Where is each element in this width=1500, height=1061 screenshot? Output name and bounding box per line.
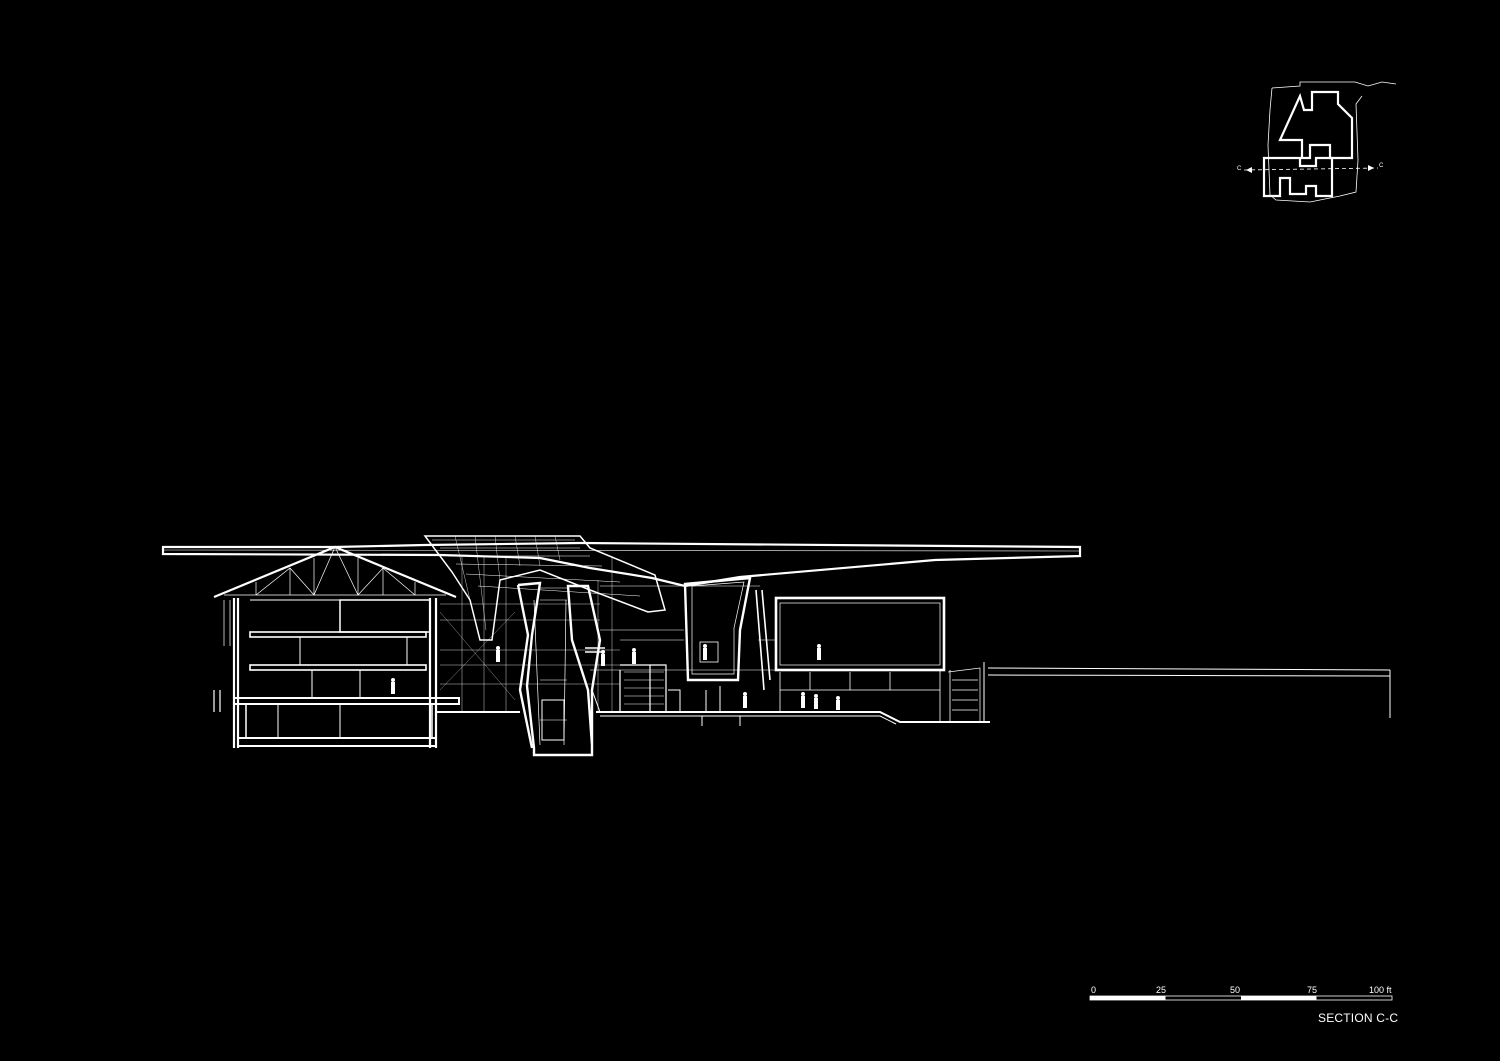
- skylight: [423, 535, 666, 641]
- elevator-core: [517, 581, 602, 757]
- section-c-c: [161, 535, 1391, 757]
- right-box: [774, 596, 946, 672]
- left-building-floor-1: [233, 697, 460, 705]
- site-ground-right: [983, 662, 1391, 722]
- key-plan-building-upper: [1278, 90, 1354, 160]
- key-plan: [1243, 81, 1397, 203]
- scale-tick-100: 100 ft: [1369, 985, 1392, 995]
- left-building-floor-3: [249, 631, 427, 638]
- left-building-wall-right: [428, 598, 438, 748]
- scale-tick-25: 25: [1156, 985, 1167, 995]
- key-plan-site-outline: [1267, 81, 1397, 203]
- key-plan-building-lower: [1262, 156, 1334, 198]
- scale-bar-segment-3: [1241, 996, 1317, 1000]
- human-figures: [391, 644, 840, 710]
- left-building-wall-left: [232, 598, 240, 748]
- key-plan-cut-arrow-left: [1246, 167, 1252, 173]
- scale-bar-segment-1: [1090, 996, 1166, 1000]
- scale-tick-50: 50: [1230, 985, 1241, 995]
- drawing-title: SECTION C-C: [1318, 1011, 1399, 1025]
- scale-tick-0: 0: [1091, 985, 1097, 995]
- scale-tick-75: 75: [1307, 985, 1318, 995]
- key-plan-cut-label-right: C: [1379, 163, 1384, 169]
- left-building-basement: [237, 737, 437, 747]
- key-plan-cut-arrow-right: [1368, 165, 1374, 171]
- key-plan-cut-line: [1243, 167, 1379, 171]
- left-building-floor-2: [249, 664, 427, 671]
- scale-bar: [1089, 995, 1393, 1001]
- key-plan-cut-label-left: C: [1237, 166, 1242, 172]
- central-pod: [683, 576, 752, 682]
- ground-slab: [436, 711, 990, 723]
